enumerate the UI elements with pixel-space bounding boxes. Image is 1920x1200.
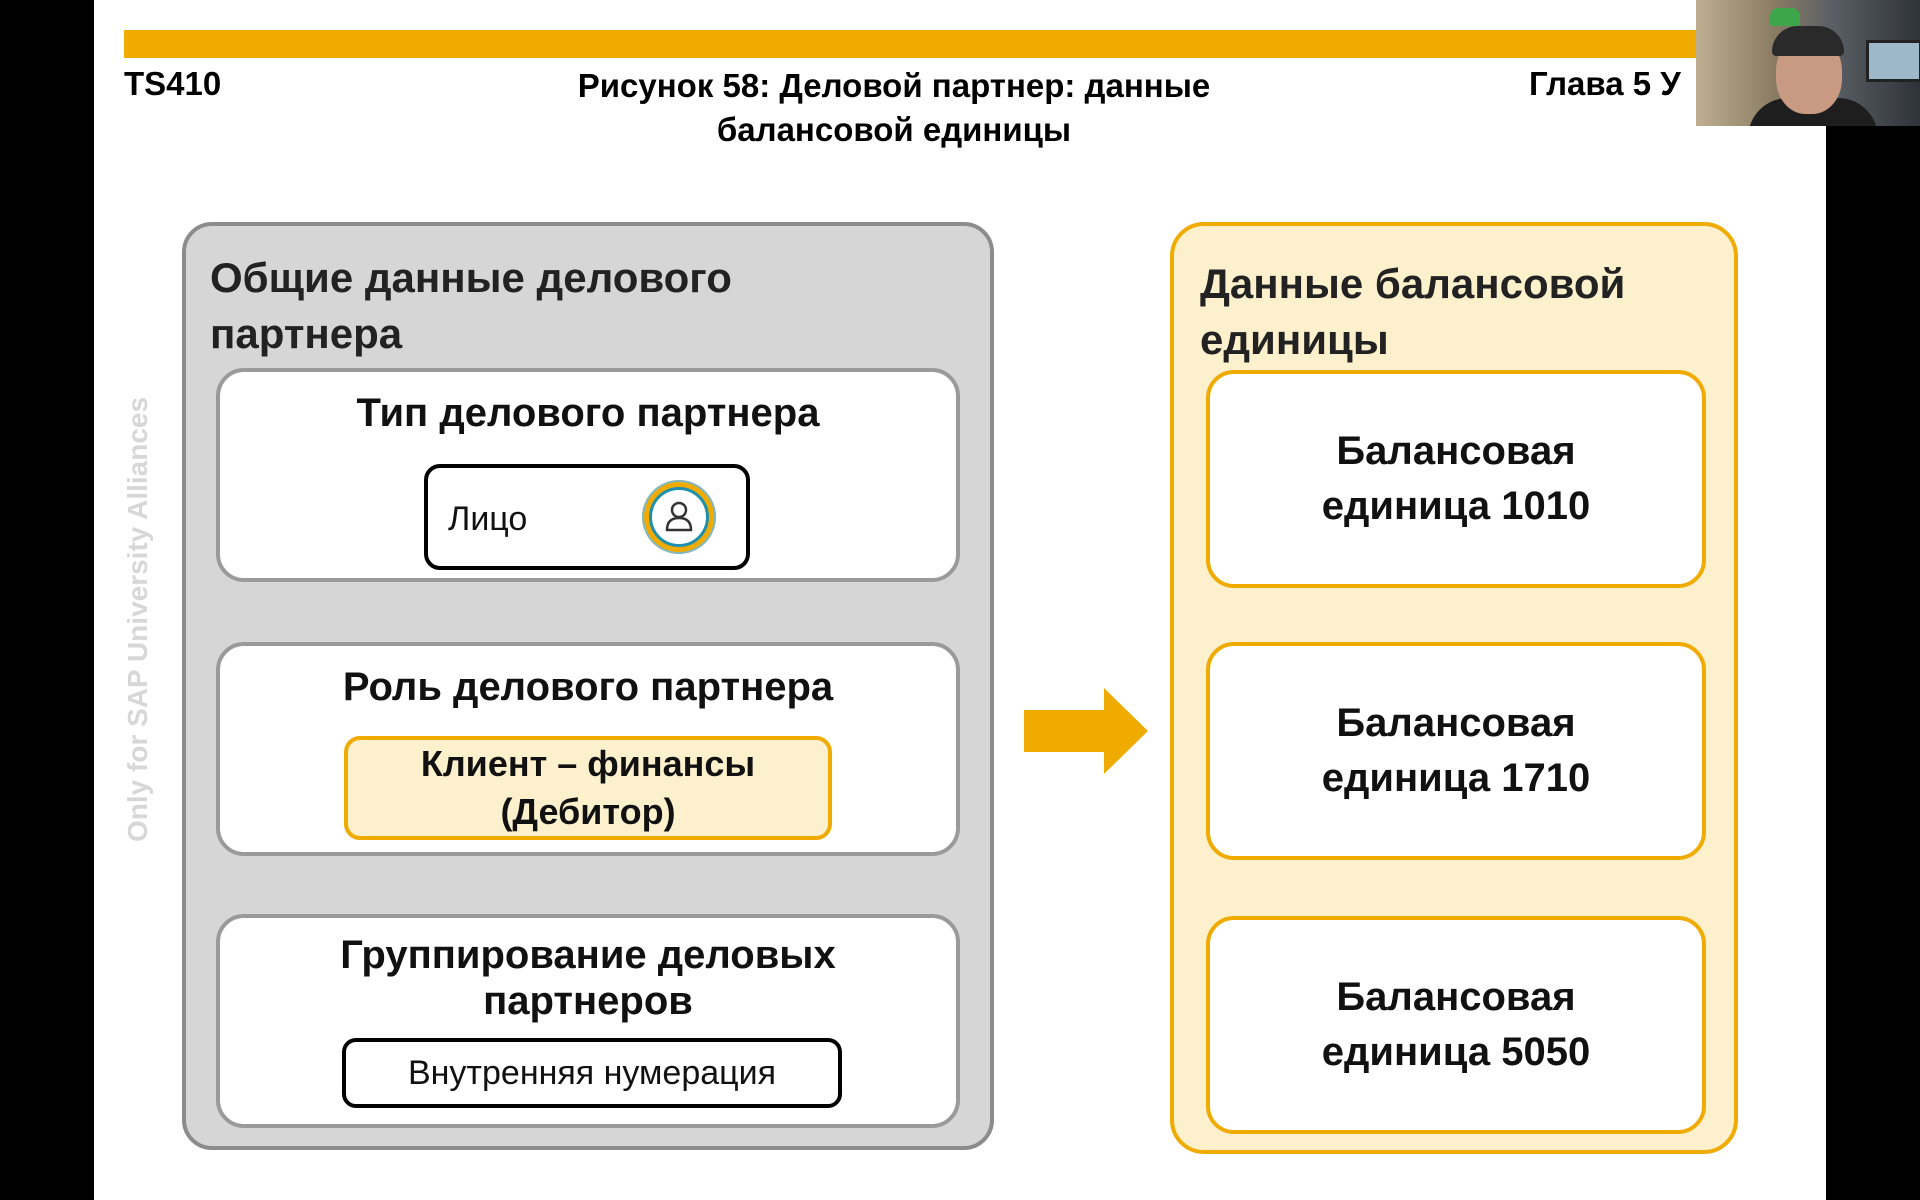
company-code-data-title: Данные балансовой единицы — [1200, 256, 1625, 368]
company-code-card: Балансовая единица 5050 — [1206, 916, 1706, 1134]
chapter-label: Глава 5 У — [1529, 65, 1681, 102]
person-type-field: Лицо — [424, 464, 750, 570]
company-code-line2: единица 1010 — [1321, 484, 1591, 528]
watermark-left: Only for SAP University Alliances — [122, 396, 153, 842]
right-arrow-icon — [1024, 688, 1148, 774]
general-data-title-line2: партнера — [210, 310, 403, 357]
bp-role-title: Роль делового партнера — [342, 665, 834, 709]
course-code: TS410 — [124, 65, 222, 102]
general-data-title: Общие данные делового партнера — [210, 250, 732, 362]
monitor-icon — [1866, 40, 1920, 82]
figure-title-line1: Рисунок 58: Деловой партнер: данные — [577, 67, 1211, 104]
company-code-card: Балансовая единица 1010 — [1206, 370, 1706, 588]
role-line2: (Дебитор) — [500, 791, 676, 832]
company-code-data-group: Данные балансовой единицы Балансовая еди… — [1170, 222, 1738, 1154]
general-data-group: Общие данные делового партнера Тип делов… — [182, 222, 994, 1150]
bp-type-card: Тип делового партнера Лицо — [216, 368, 960, 582]
company-code-data-title-line1: Данные балансовой — [1200, 260, 1626, 307]
bp-type-title: Тип делового партнера — [356, 391, 820, 435]
lamp-icon — [1770, 8, 1800, 26]
person-icon — [642, 480, 716, 554]
bp-grouping-title-line1: Группирование деловых — [340, 933, 836, 977]
role-badge: Клиент – финансы (Дебитор) — [344, 736, 832, 840]
bp-grouping-card: Группирование деловых партнеров Внутренн… — [216, 914, 960, 1128]
company-code-line2: единица 5050 — [1321, 1030, 1591, 1074]
bp-grouping-title: Группирование деловых партнеров — [220, 932, 956, 1024]
company-code-data-title-line2: единицы — [1200, 316, 1389, 363]
bp-grouping-title-line2: партнеров — [483, 979, 693, 1023]
webcam-video-overlay[interactable] — [1696, 0, 1920, 126]
role-line1: Клиент – финансы — [420, 743, 756, 784]
company-code-line1: Балансовая — [1336, 701, 1576, 745]
figure-title-line2: балансовой единицы — [716, 111, 1072, 148]
numbering-field: Внутренняя нумерация — [342, 1038, 842, 1108]
company-code-card: Балансовая единица 1710 — [1206, 642, 1706, 860]
presentation-slide: TS410 Рисунок 58: Деловой партнер: данны… — [94, 0, 1826, 1200]
top-accent-bar — [124, 30, 1824, 58]
company-code-line1: Балансовая — [1336, 975, 1576, 1019]
company-code-line2: единица 1710 — [1321, 756, 1591, 800]
general-data-title-line1: Общие данные делового — [210, 254, 732, 301]
bp-role-card: Роль делового партнера Клиент – финансы … — [216, 642, 960, 856]
person-type-label: Лицо — [448, 500, 528, 538]
watermark-right: Only for SAP University Alliances — [1822, 396, 1826, 842]
figure-title: Рисунок 58: Деловой партнер: данные бала… — [574, 64, 1214, 152]
company-code-line1: Балансовая — [1336, 429, 1576, 473]
